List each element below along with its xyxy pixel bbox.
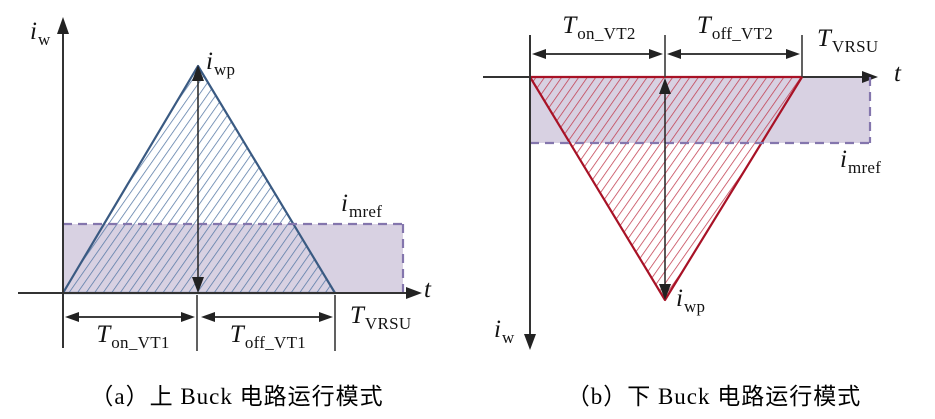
off-time-symbol-a: T: [229, 321, 244, 348]
off-time-label-b: Toff_VT2: [697, 13, 773, 42]
ref-symbol-a: i: [341, 190, 348, 217]
caption-panel-b: （b）下 Buck 电路运行模式: [566, 384, 862, 409]
t-off-arrow-right-head-a: [319, 312, 333, 322]
ref-label-b: imref: [840, 147, 881, 176]
off-time-subscript-a: off_VT1: [244, 333, 307, 352]
y-axis-subscript-a: w: [37, 30, 51, 49]
peak-subscript-b: wp: [683, 297, 706, 316]
peak-label-b: iwp: [676, 286, 705, 315]
t-on-arrow-right-head-b: [649, 49, 663, 59]
period-label-a: TVRSU: [350, 303, 411, 332]
t-off-arrow-left-head-a: [201, 312, 215, 322]
peak-symbol-a: i: [206, 48, 213, 75]
ref-dashed-boundary-a: [63, 222, 405, 293]
caption-panel-a: （a）上 Buck 电路运行模式: [90, 384, 384, 409]
peak-measure-arrow-up-a: [192, 65, 204, 81]
current-waveform-a: [61, 64, 337, 295]
on-time-subscript-b: on_VT2: [577, 24, 636, 43]
t-off-arrow-left-head-b: [667, 49, 681, 59]
ref-subscript-a: mref: [348, 202, 383, 221]
period-label-b: TVRSU: [817, 26, 878, 55]
peak-measure-arrow-up-b: [659, 78, 671, 94]
peak-subscript-a: wp: [213, 60, 236, 79]
y-axis-label-b: iw: [494, 317, 515, 346]
dimension-ticks-a: [196, 295, 336, 351]
peak-symbol-b: i: [676, 285, 683, 312]
on-time-symbol-a: T: [96, 321, 111, 348]
ref-subscript-b: mref: [847, 158, 882, 177]
y-axis-subscript-b: w: [501, 328, 515, 347]
peak-label-a: iwp: [206, 49, 235, 78]
t-off-arrow-right-head-b: [786, 49, 800, 59]
ref-dashed-boundary-b: [530, 77, 872, 145]
peak-measure-arrow-down-b: [659, 284, 671, 300]
x-axis-symbol-b: t: [894, 60, 901, 87]
y-axis-label-a: iw: [30, 19, 51, 48]
off-time-subscript-b: off_VT2: [711, 24, 774, 43]
t-on-arrow-right-head-a: [181, 312, 195, 322]
y-axis-symbol-a: i: [30, 18, 37, 45]
period-subscript-b: VRSU: [831, 37, 879, 56]
period-symbol-a: T: [350, 302, 364, 329]
period-symbol-b: T: [817, 25, 831, 52]
ref-label-a: imref: [341, 191, 382, 220]
period-subscript-a: VRSU: [364, 314, 412, 333]
ref-symbol-b: i: [840, 146, 847, 173]
x-axis-label-b: t: [894, 61, 901, 86]
x-axis-label-a: t: [424, 277, 431, 302]
peak-measure-arrow-down-a: [192, 277, 204, 293]
current-axis-arrow-b: [524, 334, 536, 350]
panel-b: [483, 35, 878, 350]
on-time-symbol-b: T: [562, 12, 577, 39]
t-on-arrow-left-head-b: [532, 49, 546, 59]
dimension-ticks-b: [664, 35, 803, 77]
off-time-symbol-b: T: [696, 12, 711, 39]
on-time-label-a: Ton_VT1: [96, 322, 169, 351]
t-on-arrow-left-head-a: [65, 312, 79, 322]
on-time-subscript-a: on_VT1: [111, 333, 170, 352]
y-axis-symbol-b: i: [494, 316, 501, 343]
current-axis-arrow-a: [57, 17, 69, 34]
time-axis-arrow-a: [406, 287, 422, 299]
panel-a: [18, 17, 422, 351]
x-axis-symbol-a: t: [424, 276, 431, 303]
off-time-label-a: Toff_VT1: [230, 322, 306, 351]
current-waveform-b: [528, 75, 804, 302]
on-time-label-b: Ton_VT2: [562, 13, 635, 42]
